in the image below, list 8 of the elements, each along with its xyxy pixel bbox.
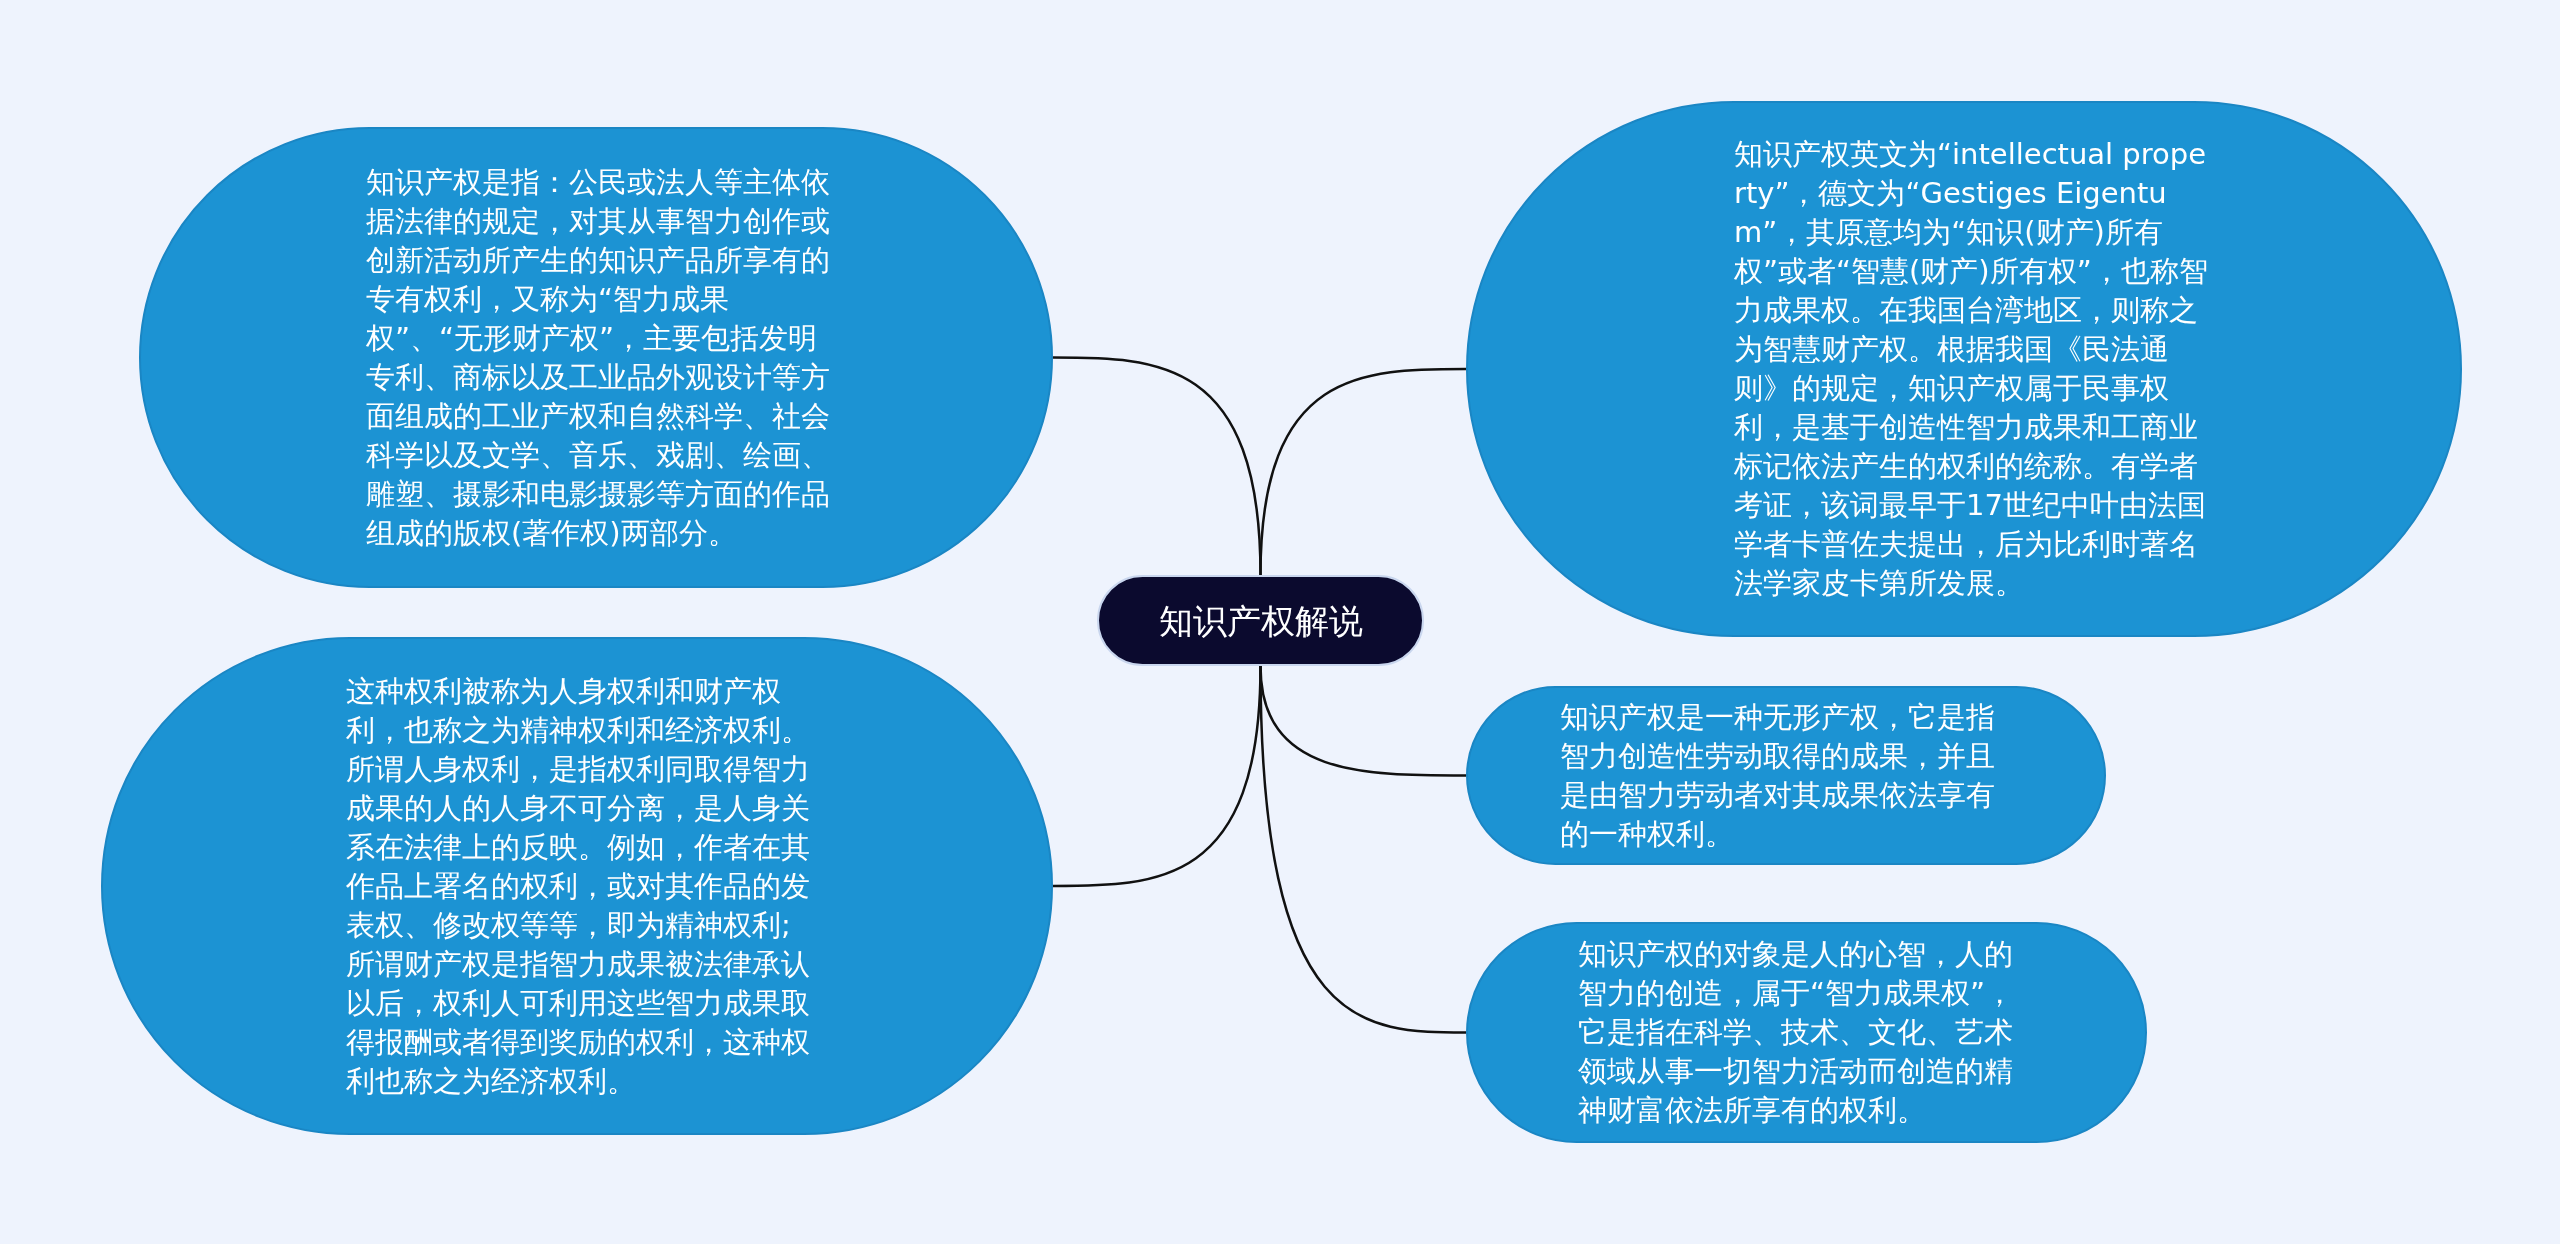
topic-text: 这种权利被称为人身权利和财产权利，也称之为精神权利和经济权利。所谓人身权利，是指权利同取得智力成果的人的人身不可分离，是人身关系在法律上的反映。例如，作者在其作品上署名的权利，或对其作品的发表权、修改权等等，即为精神权利;所谓财产权是指智力成果被法律承认以后，权利人可利用这些智力成果取得报酬或者得到奖励的权利，这种权利也称之为经济权利。 bbox=[346, 672, 811, 1100]
connector-line bbox=[1259, 665, 1466, 1034]
topic-text: 知识产权是指：公民或法人等主体依据法律的规定，对其从事智力创作或创新活动所产生的知识产品所享有的专有权利，又称为“智力成果权”、“无形财产权”，主要包括发明专利、商标以及工业品外观设计等方面组成的工业产权和自然科学、社会科学以及文学、音乐、戏剧、绘画、雕塑、摄影和电影摄影等方面的作品组成的版权(著作权)两部分。 bbox=[366, 163, 831, 552]
topic-text: 知识产权是一种无形产权，它是指智力创造性劳动取得的成果，并且是由智力劳动者对其成果依法享有的一种权利。 bbox=[1560, 698, 1996, 853]
topic-text: 知识产权英文为“intellectual property”，德文为“Gestiges Eigentum”，其原意均为“知识(财产)所有权”或者“智慧(财产)所有权”，也称智力成果权。在我国台湾地区，则称之为智慧财产权。根据我国《民法通则》的规定，知识产权属于民事权利，是基于创造性智力成果和工商业标记依法产生的权利的统称。有学者考证，该词最早于17世纪中叶由法国学者卡普佐夫提出，后为比利时著名法学家皮卡第所发展。 bbox=[1734, 136, 2209, 602]
topic-title: 知识产权解说 bbox=[1158, 600, 1363, 641]
connector-line bbox=[1259, 367, 1466, 576]
topic-text: 知识产权的对象是人的心智，人的智力的创造，属于“智力成果权”，它是指在科学、技术、文化、艺术领域从事一切智力活动而创造的精神财富依法所享有的权利。 bbox=[1578, 936, 2016, 1129]
